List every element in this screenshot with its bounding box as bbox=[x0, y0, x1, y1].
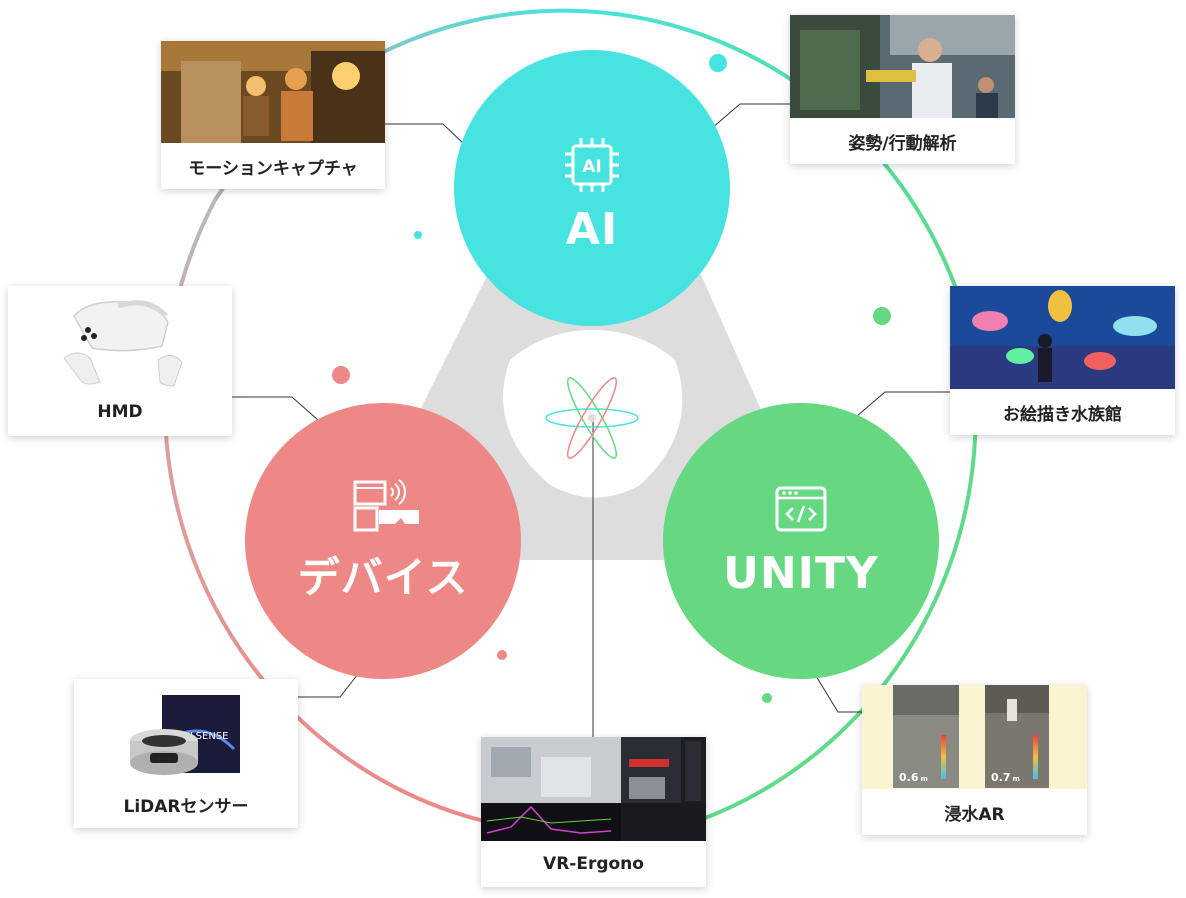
hub-device-label: デバイス bbox=[297, 552, 469, 602]
hub-ai-label: AI bbox=[565, 203, 619, 255]
posture-analysis-caption: 姿勢/行動解析 bbox=[848, 133, 957, 154]
dot bbox=[709, 54, 727, 72]
svg-text:REALSENSE: REALSENSE bbox=[170, 731, 229, 742]
card-vr-ergono[interactable]: VR-Ergono bbox=[481, 737, 706, 887]
dot bbox=[414, 231, 422, 239]
hmd-image bbox=[8, 286, 232, 388]
hub-unity: UNITY bbox=[663, 403, 939, 679]
flood-left-unit: m bbox=[920, 775, 928, 783]
card-posture-analysis[interactable]: 姿勢/行動解析 bbox=[790, 15, 1015, 164]
card-drawing-aquarium[interactable]: お絵描き水族館 bbox=[950, 286, 1175, 435]
connector-line bbox=[298, 673, 359, 698]
motion-capture-caption: モーションキャプチャ bbox=[188, 158, 358, 179]
flood-right-reading: 0.7 bbox=[991, 771, 1011, 784]
flood-left-reading: 0.6 bbox=[899, 771, 919, 784]
vr-ergono-caption: VR-Ergono bbox=[543, 854, 644, 874]
motion-capture-image bbox=[161, 41, 385, 143]
connector-line bbox=[815, 675, 862, 713]
card-motion-capture[interactable]: モーションキャプチャ bbox=[161, 41, 385, 189]
connector-line bbox=[856, 391, 950, 417]
card-lidar[interactable]: REALSENSE LiDARセンサー bbox=[74, 679, 298, 828]
dot bbox=[873, 307, 891, 325]
ai-chip-icon: AI bbox=[565, 137, 619, 192]
dot bbox=[762, 693, 772, 703]
hub-device: デバイス bbox=[245, 403, 521, 679]
code-window-icon bbox=[775, 486, 827, 531]
connector-line bbox=[385, 123, 466, 146]
posture-analysis-image bbox=[790, 15, 1015, 118]
svg-text:AI: AI bbox=[582, 157, 601, 177]
drawing-aquarium-image bbox=[950, 286, 1175, 389]
hub-unity-label: UNITY bbox=[723, 547, 879, 599]
lidar-image: REALSENSE bbox=[74, 679, 298, 780]
dot bbox=[497, 650, 507, 660]
connector-line bbox=[232, 396, 319, 421]
hub-ai: AI AI bbox=[454, 50, 730, 326]
vr-ergono-image bbox=[481, 737, 706, 841]
atom-icon bbox=[545, 377, 639, 459]
center-hollow bbox=[503, 330, 683, 498]
flood-ar-caption: 浸水AR bbox=[944, 804, 1005, 825]
lidar-caption: LiDARセンサー bbox=[123, 796, 249, 817]
connector-line bbox=[711, 103, 790, 129]
flood-right-unit: m bbox=[1012, 775, 1020, 783]
dot bbox=[332, 366, 350, 384]
device-icon bbox=[353, 478, 419, 531]
drawing-aquarium-caption: お絵描き水族館 bbox=[1003, 404, 1122, 425]
hmd-caption: HMD bbox=[97, 402, 143, 422]
card-hmd[interactable]: HMD bbox=[8, 286, 232, 436]
